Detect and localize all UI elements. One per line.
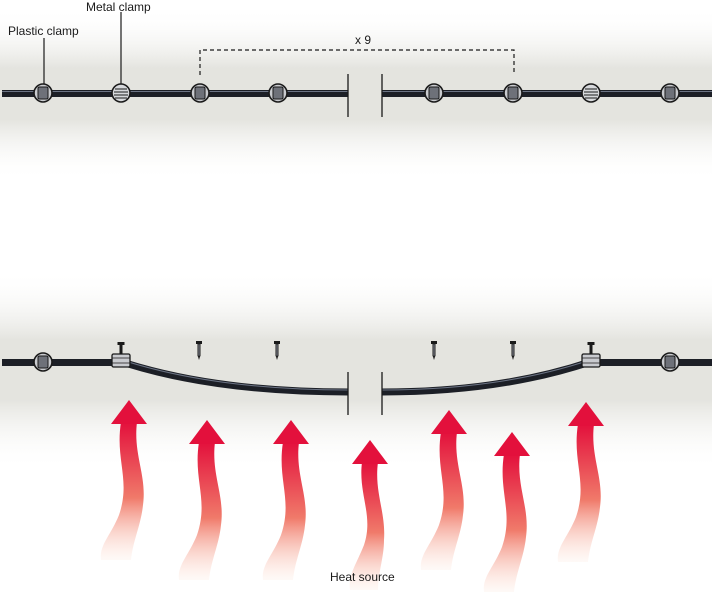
metal-clamp-with-screw [111,342,131,368]
loose-screw [196,341,202,360]
repeat-bracket [199,49,515,75]
background-band-bottom [0,270,712,470]
plastic-clamp-label: Plastic clamp [8,24,79,38]
plastic-clamp [660,352,680,372]
sagging-pipe-right [381,358,592,396]
heat-arrow [349,440,388,590]
heat-arrow [178,420,225,580]
pipe-segment-left-straight [2,359,122,366]
metal-clamp-label: Metal clamp [86,0,151,14]
repeat-count-label: x 9 [355,33,372,47]
pipe-segment-right-straight [590,359,712,366]
heat-arrow [262,420,309,580]
loose-screw [274,341,280,360]
top-panel [2,12,712,117]
pipe-segment-left [2,90,348,97]
plastic-clamp [660,83,680,103]
metal-clamp [581,83,601,103]
plastic-clamp [33,352,53,372]
heat-arrow [420,410,467,570]
heat-arrow [483,432,530,592]
loose-screw [510,341,516,360]
heat-source-label: Heat source [330,570,395,584]
plastic-clamp [190,83,210,103]
sagging-pipe-left [120,358,349,396]
metal-clamp [111,83,131,103]
pipe-segment-right [382,90,712,97]
plastic-clamp [33,83,53,103]
loose-screw [431,341,437,360]
plastic-clamp [424,83,444,103]
heat-arrow [557,402,604,562]
plastic-clamp [503,83,523,103]
bottom-panel [2,341,712,592]
plastic-clamp [268,83,288,103]
heat-arrow [100,400,147,560]
metal-clamp-with-screw [581,342,601,368]
